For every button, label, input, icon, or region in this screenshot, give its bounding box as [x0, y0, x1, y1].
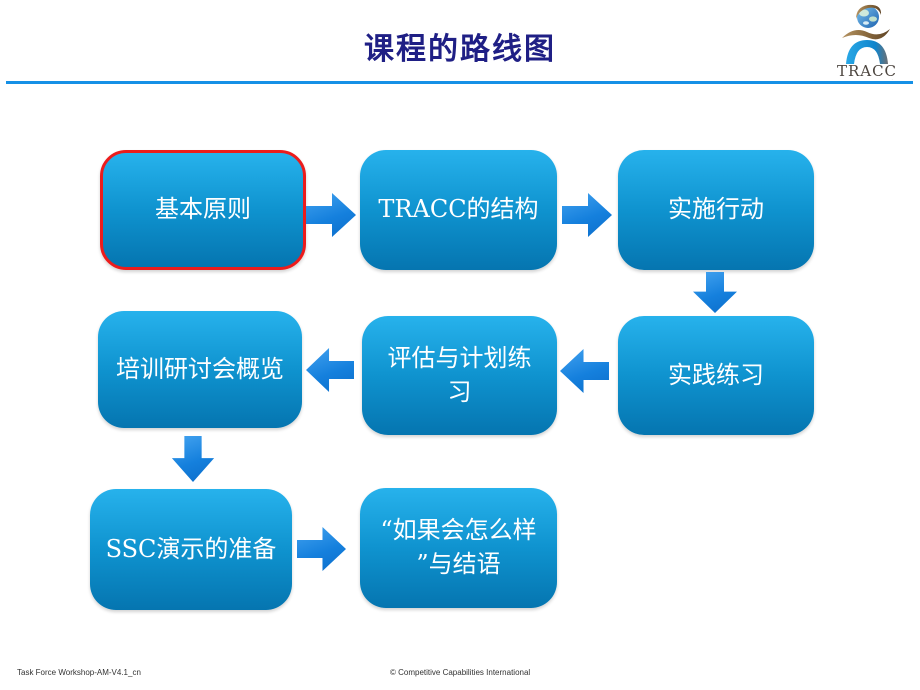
footer-document-name: Task Force Workshop-AM-V4.1_cn	[17, 668, 141, 677]
arrow-right-icon	[297, 527, 346, 571]
arrow-left-icon	[306, 348, 354, 392]
footer-copyright: © Competitive Capabilities International	[390, 668, 531, 677]
arrow-right-icon	[562, 193, 612, 237]
flow-box-implementation-action: 实施行动	[618, 150, 814, 270]
arrow-left-icon	[560, 349, 609, 393]
flow-box-what-if-conclusion: “如果会怎么样 ”与结语	[360, 488, 557, 608]
flow-box-workshop-overview: 培训研讨会概览	[98, 311, 302, 428]
flow-box-practice-exercise: 实践练习	[618, 316, 814, 435]
flow-box-tracc-structure: TRACC的结构	[360, 150, 557, 270]
header-divider	[6, 81, 913, 84]
slide-title: 课程的路线图	[364, 32, 556, 67]
arrow-right-icon	[306, 193, 356, 237]
arrow-down-icon	[171, 436, 215, 482]
tracc-logo-icon: TRACC ¸	[837, 4, 897, 80]
arrow-down-icon	[693, 272, 737, 313]
flow-box-assessment-planning-exercise: 评估与计划练习	[362, 316, 557, 435]
tracc-logo-mark: ¸	[890, 73, 894, 80]
flow-box-ssc-presentation-prep: SSC演示的准备	[90, 489, 292, 610]
flow-box-basic-principles: 基本原则	[100, 150, 306, 270]
tracc-logo-text: TRACC	[837, 62, 897, 80]
